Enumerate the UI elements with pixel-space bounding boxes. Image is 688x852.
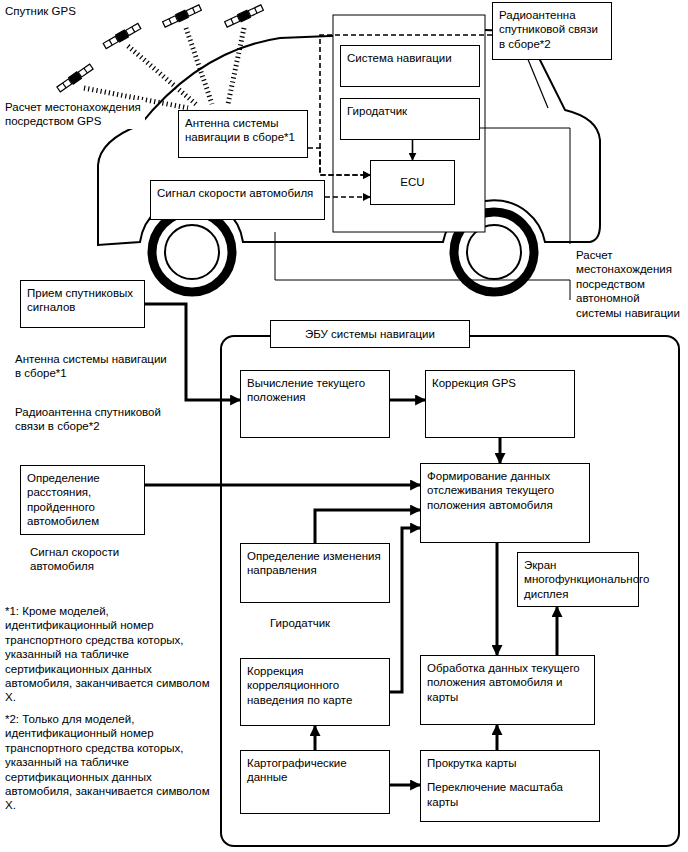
leader-line xyxy=(480,128,570,244)
process-box: Прокрутка картыПереключение масштаба кар… xyxy=(420,750,600,822)
signal-name: Сигнал скорости автомобиля xyxy=(30,545,180,574)
footnote: *1: Кроме моделей, идентификационный ном… xyxy=(5,604,217,705)
note-text: Расчет местонахождения посредством GPS xyxy=(5,100,145,129)
connector-arrow xyxy=(314,726,317,750)
connector-arrow xyxy=(390,399,425,402)
signal-box: Сигнал скорости автомобиля xyxy=(150,180,325,220)
part-name: Антенна системы навигации в сборе*1 xyxy=(15,352,175,381)
box-text: Картографические данные xyxy=(247,756,383,785)
ecu-frame: ЭБУ системы навигацииВычисление текущего… xyxy=(220,335,680,847)
antenna-box: Радиоантенна спутниковой связи в сборе*2 xyxy=(492,2,612,60)
display-box: Экран многофункционального дисплея xyxy=(517,552,639,607)
box-text: Коррекция корреляционного наведения по к… xyxy=(247,664,383,707)
process-box: Определение расстояния, пройденного авто… xyxy=(20,465,145,535)
frame-heading: ЭБУ системы навигации xyxy=(270,320,470,348)
connector-arrow xyxy=(412,140,414,160)
process-box: Коррекция GPS xyxy=(425,370,575,438)
connector-arrow xyxy=(496,725,499,750)
part-name: Гиродатчик xyxy=(270,616,370,630)
connector-arrow xyxy=(325,196,370,198)
part-name: Спутник GPS xyxy=(5,4,125,18)
box-text: Гиродатчик xyxy=(347,104,473,118)
process-box: Вычисление текущего положения xyxy=(240,370,390,438)
leader-line xyxy=(275,232,570,300)
box-text: Переключение масштаба карты xyxy=(427,780,593,809)
box-text: Обработка данных текущего положения авто… xyxy=(427,661,588,704)
sensor-box: Гиродатчик xyxy=(340,98,480,140)
system-box: Система навигации xyxy=(340,45,480,87)
box-text: Сигнал скорости автомобиля xyxy=(157,186,318,200)
process-box: Определение изменения направления xyxy=(240,543,390,603)
process-box: Обработка данных текущего положения авто… xyxy=(420,655,595,725)
connector-arrow xyxy=(145,484,420,487)
ecu-box: ECU xyxy=(370,160,455,205)
data-box: Картографические данные xyxy=(240,750,390,814)
box-text: Определение расстояния, пройденного авто… xyxy=(27,471,138,529)
box-text: Вычисление текущего положения xyxy=(247,376,383,405)
footnote: *2: Только для моделей, идентификационны… xyxy=(5,712,217,813)
connector-arrow xyxy=(390,528,420,692)
box-text: Антенна системы навигации в сборе*1 xyxy=(185,116,301,145)
antenna-box: Антенна системы навигации в сборе*1 xyxy=(178,110,308,158)
box-text: Формирование данных отслеживания текущег… xyxy=(427,469,583,512)
part-name: Радиоантенна спутниковой связи в сборе*2 xyxy=(15,405,180,434)
box-text: Определение изменения направления xyxy=(247,549,383,578)
navigation-housing xyxy=(333,15,485,232)
connector-arrow xyxy=(308,148,370,175)
connector-arrow xyxy=(390,784,420,787)
box-text: Экран многофункционального дисплея xyxy=(524,558,632,601)
box-text: Коррекция GPS xyxy=(432,376,568,390)
connector-arrow xyxy=(496,543,499,655)
note-text: Расчет местонахождения посредством автон… xyxy=(576,248,684,320)
connector-arrow xyxy=(499,438,502,463)
box-text: Прием спутниковых сигналов xyxy=(27,286,138,315)
signal-waves xyxy=(84,28,244,108)
connector-arrow xyxy=(320,35,492,175)
box-text: ECU xyxy=(400,175,424,189)
process-box: Формирование данных отслеживания текущег… xyxy=(420,463,590,543)
process-box: Коррекция корреляционного наведения по к… xyxy=(240,658,390,726)
connector-arrow xyxy=(556,607,559,655)
box-text: Система навигации xyxy=(347,51,473,65)
box-text: Прокрутка карты xyxy=(427,756,593,770)
process-box: Прием спутниковых сигналов xyxy=(20,280,145,328)
box-text: Радиоантенна спутниковой связи в сборе*2 xyxy=(499,8,605,51)
